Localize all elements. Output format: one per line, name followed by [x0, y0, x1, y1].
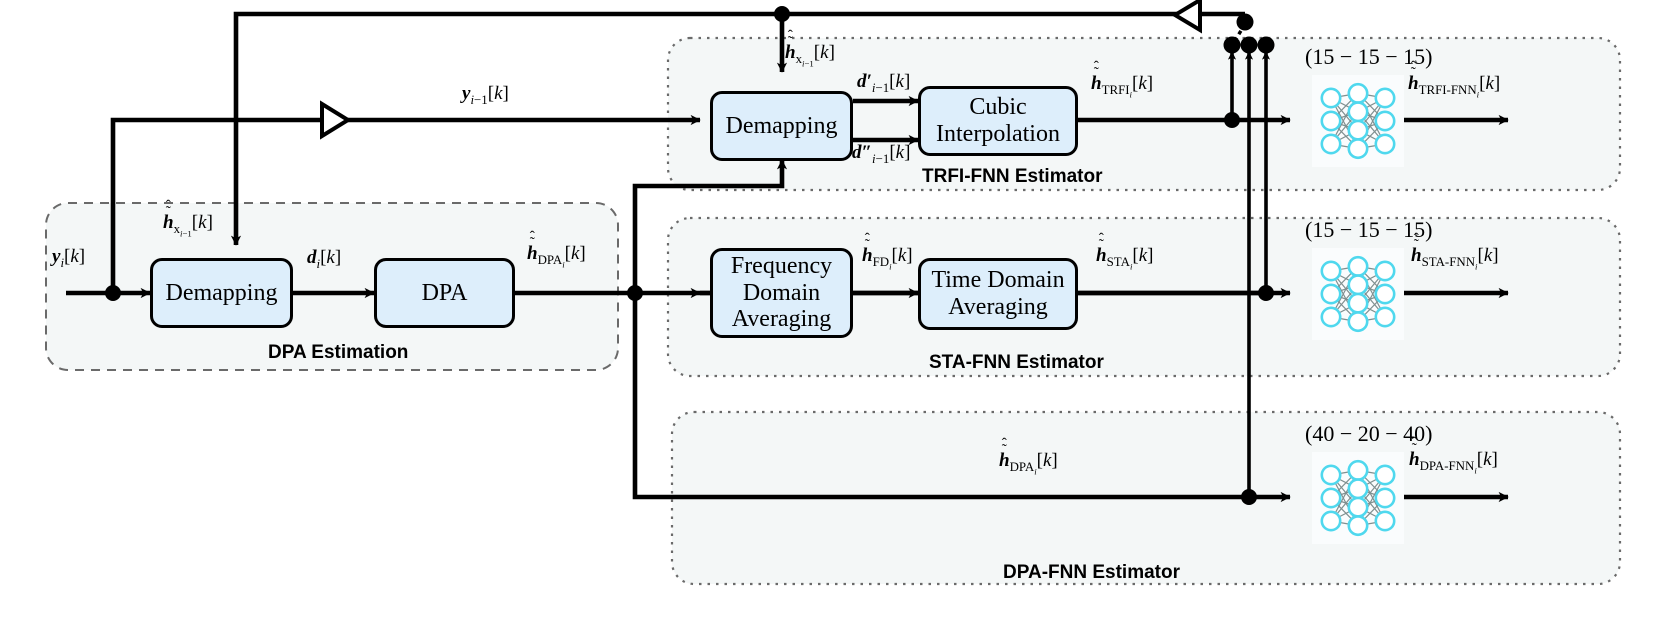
neuron-l1-n3: [1347, 515, 1369, 537]
block-demapping-dpa-label: Demapping: [165, 279, 278, 306]
block-demapping-trfi-label: Demapping: [725, 112, 838, 139]
junction-dpa-out: [627, 285, 643, 301]
fda-line1: Frequency: [730, 252, 833, 279]
junction-feedback-top: [774, 6, 790, 22]
block-frequency-domain-averaging[interactable]: Frequency Domain Averaging: [710, 248, 853, 338]
group-dpa-estimation: [45, 202, 619, 371]
wire-dpa-to-dpafnn: [632, 293, 1190, 500]
neuron-l2-n0: [1374, 464, 1396, 486]
signal-h-dpa-i: ˆ˜hDPAi[k]: [527, 227, 586, 270]
switch-terminals[interactable]: [1223, 13, 1275, 54]
nn-panel-dpa: [1312, 452, 1404, 544]
fda-line2: Domain: [742, 279, 821, 306]
signal-h-sta: ˆ˜hSTAi[k]: [1096, 229, 1154, 272]
neuron-l0-n1: [1320, 110, 1342, 132]
block-cubic-interpolation-line2: Interpolation: [936, 121, 1060, 147]
signal-h-sta-fnn: ˆ˜hSTA-FNNi[k]: [1411, 229, 1499, 272]
signal-h-dpa-fnn: ˆ˜hDPA-FNNi[k]: [1409, 433, 1498, 476]
signal-h-fd: ˆ˜hFDi[k]: [862, 229, 913, 272]
junction-dots: [105, 6, 1274, 505]
neuron-l0-n2: [1320, 133, 1342, 155]
neuron-l1-n0: [1347, 82, 1369, 104]
label-dpa-fnn: DPA-FNN Estimator: [1003, 562, 1180, 583]
nn-topology-dpa: (40 − 20 − 40): [1305, 421, 1433, 446]
neuron-l0-n2: [1320, 306, 1342, 328]
neuron-l1-n0: [1347, 459, 1369, 481]
nn-panel-trfi: [1312, 75, 1404, 167]
switch-terminal-trfi[interactable]: [1223, 36, 1241, 54]
neuron-l2-n2: [1374, 306, 1396, 328]
tda-line2: Averaging: [948, 294, 1048, 320]
neuron-l1-n2: [1347, 292, 1369, 314]
signal-d-prime: d′i−1[k]: [857, 71, 911, 95]
nn-graph-trfi: [1320, 82, 1396, 160]
nn-graph-dpa: [1320, 459, 1396, 537]
neuron-l2-n1: [1374, 283, 1396, 305]
signal-h-trfi: ˆ˜hTRFIi[k]: [1091, 57, 1154, 100]
delay-triangle-yim1: [320, 100, 352, 140]
neuron-l0-n0: [1320, 260, 1342, 282]
neuron-l1-n1: [1347, 101, 1369, 123]
junction-yi: [105, 285, 121, 301]
signal-h-dpa-fnn-in: ˆ˜hDPAi[k]: [999, 434, 1058, 477]
nn-topology-sta: (15 − 15 − 15): [1305, 217, 1433, 242]
block-cubic-interpolation[interactable]: Cubic Interpolation: [918, 86, 1078, 156]
neuron-l0-n0: [1320, 464, 1342, 486]
block-cubic-interpolation-line1: Cubic: [969, 94, 1027, 121]
junction-trfi-out: [1224, 112, 1240, 128]
label-sta-fnn: STA-FNN Estimator: [929, 352, 1104, 373]
signal-di: di[k]: [307, 247, 342, 271]
label-dpa-estimation: DPA Estimation: [268, 342, 409, 363]
block-dpa-label: DPA: [421, 279, 468, 306]
signal-h-trfi-fnn: ˆ˜hTRFI-FNNi[k]: [1408, 57, 1501, 100]
neuron-l1-n1: [1347, 478, 1369, 500]
signal-yim1: yi−1[k]: [462, 83, 509, 107]
block-time-domain-averaging[interactable]: Time Domain Averaging: [918, 258, 1078, 330]
fda-line3: Averaging: [731, 306, 832, 333]
neuron-l2-n2: [1374, 510, 1396, 532]
switch-common-node[interactable]: [1236, 13, 1254, 31]
signal-hx-im1-dpa: ˆ˜hxi−1[k]: [163, 196, 213, 239]
neuron-l1-n0: [1347, 255, 1369, 277]
wire-feedback-to-dpa-demap: [230, 11, 1245, 246]
nn-graph-sta: [1320, 255, 1396, 333]
neuron-l1-n2: [1347, 496, 1369, 518]
neuron-l1-n2: [1347, 119, 1369, 141]
signal-d-double-prime: d″i−1[k]: [852, 142, 911, 166]
switch-terminal-dpa[interactable]: [1240, 36, 1258, 54]
neuron-l0-n0: [1320, 87, 1342, 109]
wire-dpa-to-trfi-demap: [632, 159, 788, 293]
delay-triangle-feedback: [1171, 0, 1202, 34]
neuron-l0-n1: [1320, 283, 1342, 305]
tda-line1: Time Domain: [931, 267, 1065, 294]
signal-hx-im1-top: ˆ˜hxi−1[k]: [785, 26, 835, 69]
nn-topology-trfi: (15 − 15 − 15): [1305, 44, 1433, 69]
neuron-l1-n3: [1347, 138, 1369, 160]
wire-yim1: [110, 114, 701, 293]
neuron-l0-n2: [1320, 510, 1342, 532]
neuron-l2-n1: [1374, 487, 1396, 509]
signal-yi: yi[k]: [52, 246, 86, 270]
neuron-l2-n0: [1374, 260, 1396, 282]
junction-sta-out: [1258, 285, 1274, 301]
neuron-l1-n1: [1347, 274, 1369, 296]
neuron-l0-n1: [1320, 487, 1342, 509]
label-trfi-fnn: TRFI-FNN Estimator: [922, 166, 1103, 187]
nn-panel-sta: [1312, 248, 1404, 340]
neuron-l2-n0: [1374, 87, 1396, 109]
neuron-l2-n1: [1374, 110, 1396, 132]
block-dpa[interactable]: DPA: [374, 258, 515, 328]
switch-terminal-sta[interactable]: [1257, 36, 1275, 54]
junction-dpa-fnn-in: [1241, 489, 1257, 505]
delay-elements: [320, 0, 1202, 140]
block-demapping-dpa[interactable]: Demapping: [150, 258, 293, 328]
neuron-l1-n3: [1347, 311, 1369, 333]
neuron-l2-n2: [1374, 133, 1396, 155]
block-demapping-trfi[interactable]: Demapping: [710, 91, 853, 161]
